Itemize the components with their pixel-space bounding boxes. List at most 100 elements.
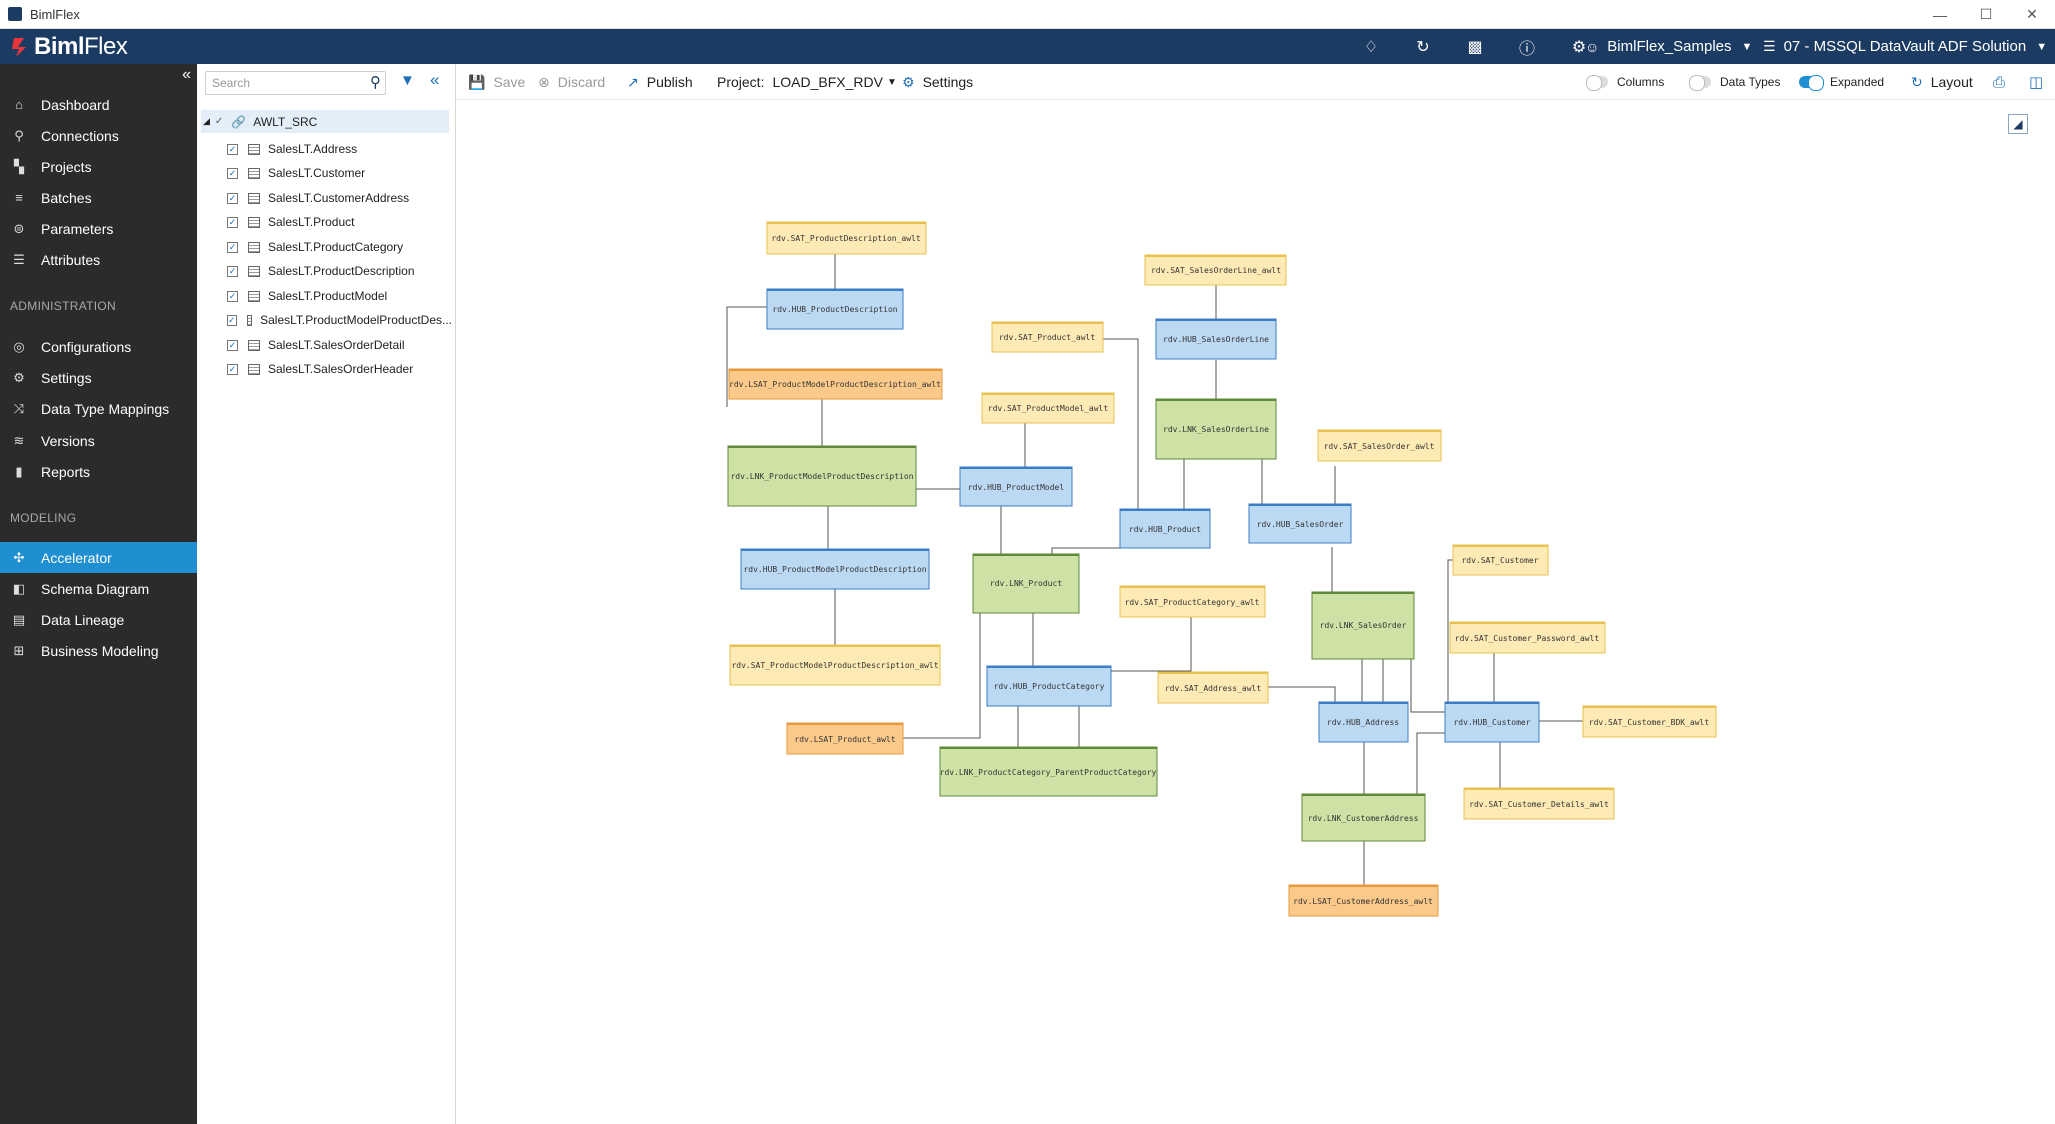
checkbox[interactable]: ✓ [227, 290, 238, 302]
checkbox[interactable]: ✓ [227, 192, 238, 204]
sat-node[interactable]: rdv.SAT_SalesOrder_awlt [1317, 429, 1442, 462]
print-icon[interactable]: ⎙ [1993, 73, 2006, 91]
sidebar-item-settings[interactable]: ⚙Settings [0, 362, 197, 393]
tree-item[interactable]: ✓SalesLT.ProductModelProductDes... [197, 308, 452, 332]
sat-node[interactable]: rdv.SAT_Customer [1452, 544, 1549, 576]
tree-item[interactable]: ✓SalesLT.Address [197, 137, 452, 161]
discard-button[interactable]: ⊗Discard [538, 64, 605, 100]
checkbox[interactable]: ✓ [227, 216, 238, 228]
minimize-button[interactable]: — [1933, 6, 1947, 23]
layout-button[interactable]: ↻Layout [1911, 64, 1973, 100]
help-icon[interactable]: ⓘ [1518, 40, 1535, 58]
hub-node[interactable]: rdv.HUB_Product [1119, 508, 1211, 549]
sat-node[interactable]: rdv.SAT_ProductModelProductDescription_a… [729, 644, 941, 686]
sat-node[interactable]: rdv.SAT_Customer_BDK_awlt [1582, 705, 1717, 738]
toggle-switch[interactable] [1586, 75, 1608, 91]
sat-node[interactable]: rdv.SAT_ProductDescription_awlt [766, 221, 927, 255]
filter-icon[interactable]: ▼ [400, 72, 415, 89]
hub-node[interactable]: rdv.HUB_Customer [1444, 701, 1540, 743]
lsat-node[interactable]: rdv.LSAT_Product_awlt [786, 722, 904, 755]
check-icon[interactable]: ✓ [214, 116, 224, 127]
sat-node[interactable]: rdv.SAT_ProductModel_awlt [981, 392, 1115, 424]
search-icon[interactable]: ⚲ [370, 74, 381, 91]
sidebar-item-versions[interactable]: ≋Versions [0, 425, 197, 456]
project-selector[interactable]: Project:LOAD_BFX_RDV▼ [717, 64, 897, 100]
tree-item[interactable]: ✓SalesLT.ProductDescription [197, 259, 452, 283]
maximize-button[interactable]: ☐ [1979, 6, 1993, 22]
link-node[interactable]: rdv.LNK_ProductCategory_ParentProductCat… [939, 746, 1158, 797]
sidebar-item-data-type-mappings[interactable]: ⤨Data Type Mappings [0, 393, 197, 424]
sat-node[interactable]: rdv.SAT_Customer_Password_awlt [1449, 621, 1606, 654]
expanded-toggle[interactable]: Expanded [1799, 64, 1884, 100]
checkbox[interactable]: ✓ [227, 241, 238, 253]
sidebar-item-business-modeling[interactable]: ⊞Business Modeling [0, 635, 197, 666]
checkbox[interactable]: ✓ [227, 363, 238, 375]
expand-toggle-icon[interactable]: ◢ [203, 116, 210, 126]
toggle-switch[interactable] [1799, 75, 1824, 91]
hub-node[interactable]: rdv.HUB_ProductCategory [986, 665, 1112, 707]
settings-button[interactable]: ⚙Settings [902, 64, 973, 100]
search-input[interactable] [205, 71, 386, 95]
sat-node[interactable]: rdv.SAT_Address_awlt [1157, 671, 1269, 704]
panel-toggle-icon[interactable]: ◫ [2029, 74, 2044, 91]
save-button[interactable]: 💾Save [468, 64, 525, 100]
toggle-switch[interactable] [1689, 75, 1711, 91]
columns-toggle[interactable]: Columns [1586, 64, 1664, 100]
hub-node[interactable]: rdv.HUB_Address [1318, 701, 1409, 743]
hub-node[interactable]: rdv.HUB_ProductDescription [766, 288, 904, 330]
sidebar-item-configurations[interactable]: ◎Configurations [0, 331, 197, 362]
sidebar-item-batches[interactable]: ≡Batches [0, 182, 197, 213]
lsat-node[interactable]: rdv.LSAT_ProductModelProductDescription_… [728, 368, 943, 400]
collapse-panel-icon[interactable]: « [430, 70, 440, 89]
analytics-icon[interactable]: ▩ [1467, 38, 1483, 56]
sat-node[interactable]: rdv.SAT_Customer_Details_awlt [1463, 787, 1615, 820]
sidebar-item-dashboard[interactable]: ⌂Dashboard [0, 89, 197, 120]
refresh-icon[interactable]: ↻ [1416, 38, 1430, 56]
sidebar-item-projects[interactable]: ▚Projects [0, 151, 197, 182]
hub-node[interactable]: rdv.HUB_SalesOrder [1248, 503, 1352, 544]
checkbox[interactable]: ✓ [227, 314, 237, 326]
sidebar-item-connections[interactable]: ⚲Connections [0, 120, 197, 151]
link-node[interactable]: rdv.LNK_SalesOrder [1311, 591, 1415, 660]
sat-node[interactable]: rdv.SAT_Product_awlt [991, 321, 1104, 353]
sidebar-item-schema-diagram[interactable]: ◧Schema Diagram [0, 573, 197, 604]
sidebar-item-data-lineage[interactable]: ▤Data Lineage [0, 604, 197, 635]
diagram-canvas[interactable]: ◢ [456, 100, 2055, 1124]
gear-icon[interactable]: ⚙ [1571, 38, 1587, 56]
hub-node[interactable]: rdv.HUB_ProductModelProductDescription [740, 548, 930, 590]
bell-icon[interactable]: ♢ [1363, 38, 1379, 56]
publish-button[interactable]: ↗Publish [627, 64, 693, 100]
checkbox[interactable]: ✓ [227, 167, 238, 179]
link-node[interactable]: rdv.LNK_SalesOrderLine [1155, 398, 1277, 460]
lsat-node[interactable]: rdv.LSAT_CustomerAddress_awlt [1288, 884, 1439, 917]
tree-item[interactable]: ✓SalesLT.SalesOrderHeader [197, 357, 452, 381]
collapse-sidebar-icon[interactable]: « [182, 66, 191, 83]
link-node[interactable]: rdv.LNK_ProductModelProductDescription [727, 445, 917, 507]
tree-root-connection[interactable]: ◢ ✓ 🔗 AWLT_SRC [201, 110, 449, 133]
tree-item[interactable]: ✓SalesLT.ProductCategory [197, 235, 452, 259]
link-node[interactable]: rdv.LNK_Product [972, 553, 1080, 614]
tree-item[interactable]: ✓SalesLT.CustomerAddress [197, 186, 452, 210]
checkbox[interactable]: ✓ [227, 143, 238, 155]
tree-item[interactable]: ✓SalesLT.ProductModel [197, 284, 452, 308]
close-button[interactable]: ✕ [2026, 6, 2038, 22]
data-types-toggle[interactable]: Data Types [1689, 64, 1780, 100]
checkbox[interactable]: ✓ [227, 265, 238, 277]
link-node[interactable]: rdv.LNK_CustomerAddress [1301, 793, 1426, 842]
tree-item[interactable]: ✓SalesLT.Customer [197, 161, 452, 185]
tree-item[interactable]: ✓SalesLT.Product [197, 210, 452, 234]
sat-node[interactable]: rdv.SAT_SalesOrderLine_awlt [1144, 254, 1287, 286]
version-selector[interactable]: ☰ 07 - MSSQL DataVault ADF Solution ▼ [1763, 29, 2047, 64]
hub-node[interactable]: rdv.HUB_ProductModel [959, 466, 1073, 507]
customer-selector[interactable]: ☺ BimlFlex_Samples ▼ [1585, 29, 1752, 64]
sidebar-item-attributes[interactable]: ☰Attributes [0, 244, 197, 275]
sidebar-item-reports[interactable]: ▮Reports [0, 456, 197, 487]
sidebar-item-parameters[interactable]: ⊜Parameters [0, 213, 197, 244]
checkbox[interactable]: ✓ [227, 339, 238, 351]
fit-to-screen-icon[interactable]: ◢ [2008, 114, 2028, 134]
sat-node[interactable]: rdv.SAT_ProductCategory_awlt [1119, 585, 1266, 618]
hub-node[interactable]: rdv.HUB_SalesOrderLine [1155, 318, 1277, 360]
tree-item[interactable]: ✓SalesLT.SalesOrderDetail [197, 333, 452, 357]
sidebar-item-accelerator[interactable]: ✣Accelerator [0, 542, 197, 573]
